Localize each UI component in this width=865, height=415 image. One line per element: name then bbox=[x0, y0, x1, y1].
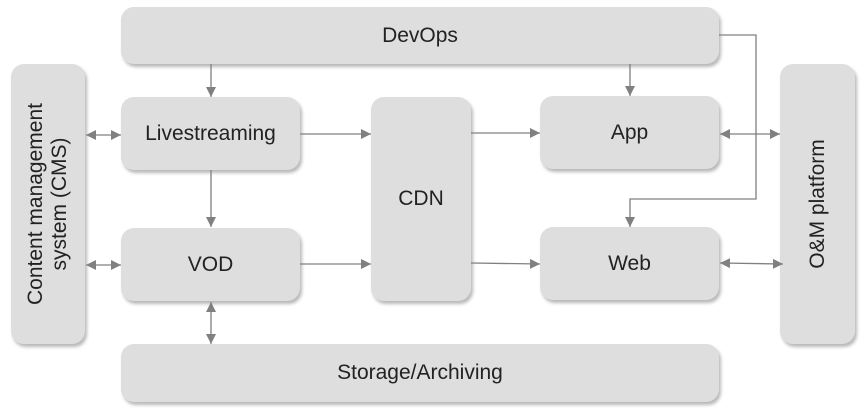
cdn-label: CDN bbox=[398, 187, 444, 210]
devops-node: DevOps bbox=[121, 7, 719, 64]
web-node: Web bbox=[540, 227, 719, 300]
edge-web-om bbox=[719, 258, 784, 269]
vod-label: VOD bbox=[187, 252, 234, 276]
om-platform-node: O&M platform bbox=[780, 64, 855, 344]
livestreaming-node: Livestreaming bbox=[121, 97, 300, 170]
web-label: Web bbox=[608, 251, 651, 275]
vod-node: VOD bbox=[121, 228, 300, 301]
edge-cdn-web bbox=[470, 258, 541, 269]
cdn-node: CDN bbox=[371, 97, 471, 301]
om-platform-label: O&M platform bbox=[805, 139, 829, 269]
app-label: App bbox=[610, 120, 649, 144]
app-node: App bbox=[540, 96, 719, 169]
storage-label: Storage/Archiving bbox=[337, 361, 503, 384]
livestreaming-label: Livestreaming bbox=[145, 121, 276, 145]
storage-node: Storage/Archiving bbox=[121, 344, 719, 402]
devops-label: DevOps bbox=[382, 23, 458, 47]
